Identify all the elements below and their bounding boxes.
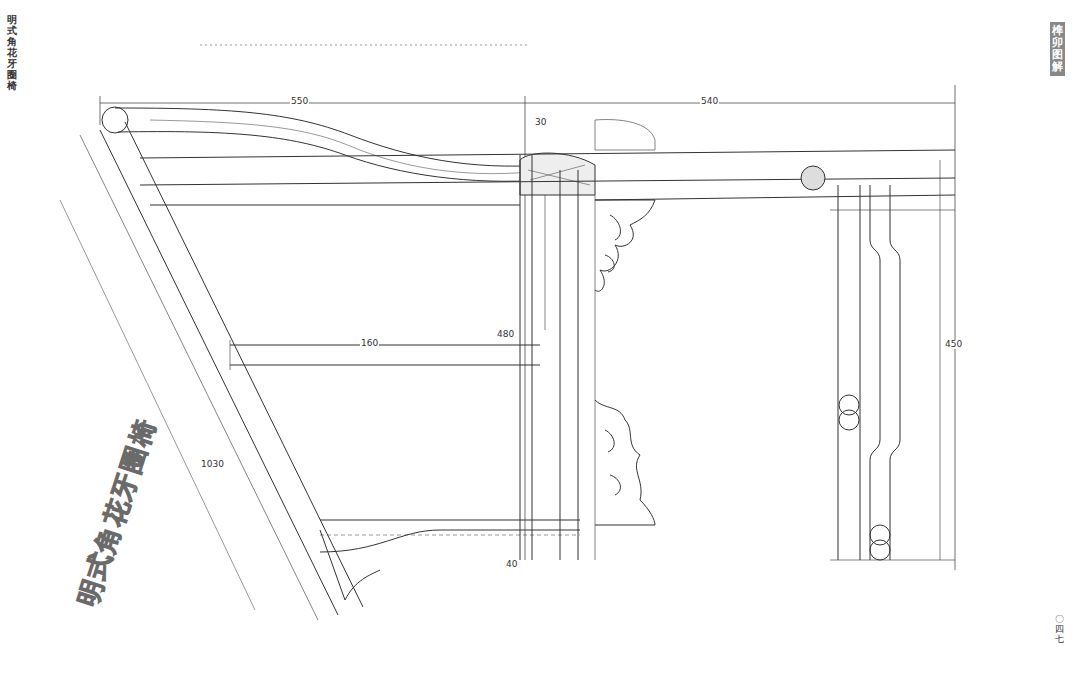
dimension: 550 xyxy=(290,97,309,106)
dimension: 40 xyxy=(505,560,518,569)
page-number: 〇四七 xyxy=(1054,615,1065,645)
dimension: 1030 xyxy=(200,460,225,469)
dimension: 160 xyxy=(360,339,379,348)
drawing-title: 明式角花牙圈椅 xyxy=(70,414,164,611)
dimension: 30 xyxy=(534,118,547,127)
section-tab: 榫卯图解 xyxy=(1050,22,1065,76)
page-header: 明式角花牙圈椅 xyxy=(6,14,18,91)
dimension: 450 xyxy=(944,340,963,349)
dimension: 540 xyxy=(700,97,719,106)
dimension: 480 xyxy=(496,330,515,339)
